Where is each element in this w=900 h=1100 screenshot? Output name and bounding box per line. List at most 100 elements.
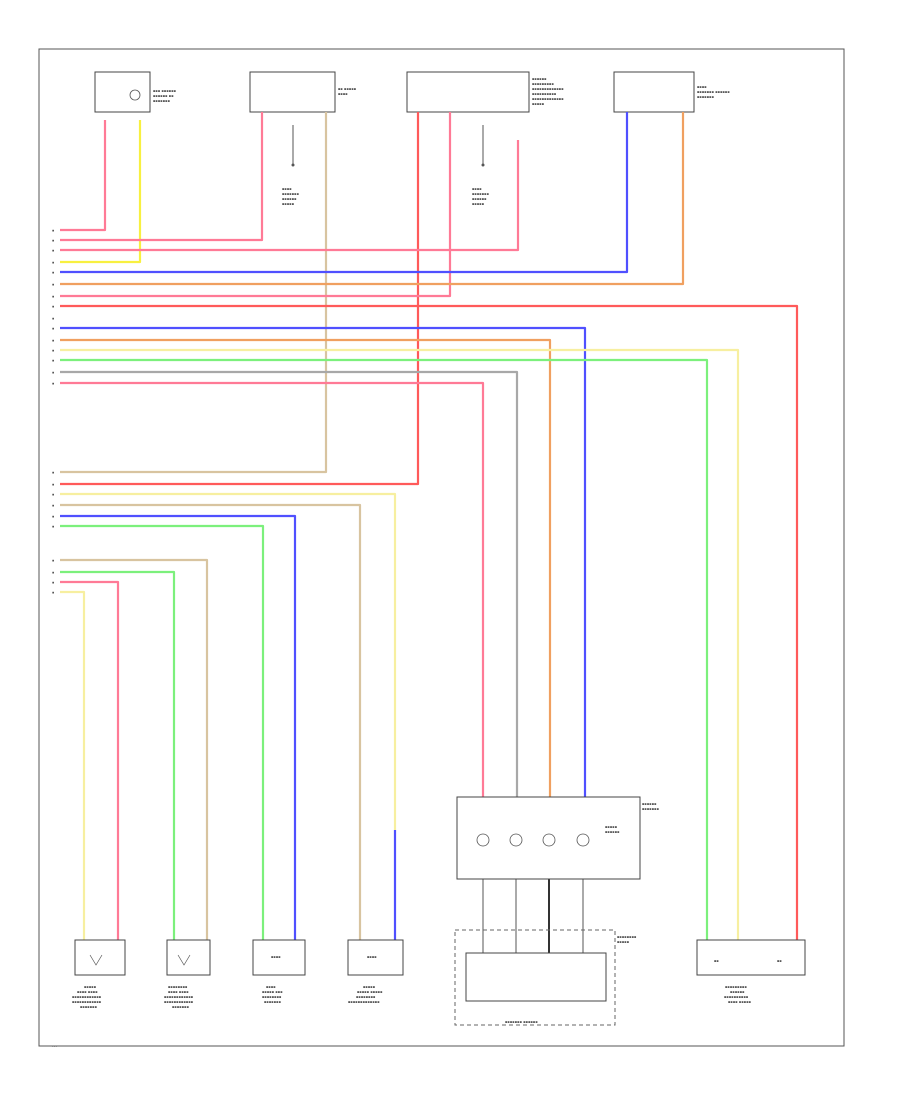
svg-text:▪▪▪▪▪▪ ▪▪: ▪▪▪▪▪▪ ▪▪ bbox=[153, 94, 174, 98]
svg-text:▪▪▪▪: ▪▪▪▪ bbox=[282, 187, 292, 191]
splice-left: ▪▪▪▪ ▪▪▪▪▪▪▪ ▪▪▪▪▪▪ ▪▪▪▪▪ bbox=[282, 125, 300, 206]
svg-text:▪▪▪▪▪▪▪▪: ▪▪▪▪▪▪▪▪ bbox=[356, 995, 376, 999]
pin-mark: ▪ bbox=[52, 261, 54, 265]
svg-text:▪▪▪▪▪▪▪: ▪▪▪▪▪▪▪ bbox=[264, 1000, 282, 1004]
wire-tan-22 bbox=[60, 558, 209, 940]
pin-mark: ▪ bbox=[52, 504, 54, 508]
wire-orange-12 bbox=[60, 338, 552, 797]
bottom-connector-4: ▪▪▪▪ ▪▪▪▪▪ ▪▪▪▪▪ ▪▪▪▪▪ ▪▪▪▪▪▪▪▪ ▪▪▪▪▪▪▪▪… bbox=[347, 939, 404, 1004]
top-connector-3: ▪▪▪▪▪▪ ▪▪▪▪▪▪▪▪▪ ▪▪▪▪▪▪▪▪▪▪▪▪▪ ▪▪▪▪▪▪▪▪▪… bbox=[406, 71, 564, 113]
indicator-module: ▪▪▪▪▪ ▪▪▪▪▪▪ ▪▪▪▪▪▪ ▪▪▪▪▪▪▪ bbox=[456, 796, 660, 880]
top-connector-4: ▪▪▪▪ ▪▪▪▪▪▪▪ ▪▪▪▪▪▪ ▪▪▪▪▪▪▪ bbox=[613, 71, 730, 113]
svg-text:▪▪ ▪▪▪▪▪: ▪▪ ▪▪▪▪▪ bbox=[338, 87, 357, 91]
wire-red-5 bbox=[60, 112, 420, 486]
switch-assembly: ▪▪▪▪▪▪▪▪ ▪▪▪▪▪ ▪▪▪▪▪▪▪ ▪▪▪▪▪▪ bbox=[454, 929, 637, 1026]
svg-text:▪▪▪▪▪▪▪: ▪▪▪▪▪▪▪ bbox=[472, 192, 490, 196]
svg-text:▪▪▪▪▪▪▪▪▪▪▪▪: ▪▪▪▪▪▪▪▪▪▪▪▪ bbox=[164, 1000, 194, 1004]
svg-text:▪▪▪▪▪▪▪▪▪▪: ▪▪▪▪▪▪▪▪▪▪ bbox=[724, 995, 749, 999]
svg-text:▪▪▪▪▪▪▪▪▪▪▪▪▪: ▪▪▪▪▪▪▪▪▪▪▪▪▪ bbox=[532, 87, 564, 91]
wire-lightyellow-25 bbox=[60, 590, 86, 940]
pin-mark: ▪ bbox=[52, 382, 54, 386]
svg-text:▪▪▪▪▪▪▪▪▪: ▪▪▪▪▪▪▪▪▪ bbox=[725, 985, 747, 989]
pin-mark: ▪ bbox=[52, 283, 54, 287]
svg-text:▪▪▪▪▪▪▪▪▪▪▪▪▪: ▪▪▪▪▪▪▪▪▪▪▪▪▪ bbox=[532, 97, 564, 101]
svg-text:▪▪▪▪▪▪: ▪▪▪▪▪▪ bbox=[532, 77, 547, 81]
bottom-connector-3: ▪▪▪▪ ▪▪▪▪ ▪▪▪▪▪ ▪▪▪ ▪▪▪▪▪▪▪▪ ▪▪▪▪▪▪▪ bbox=[252, 939, 306, 1004]
svg-text:▪▪▪▪: ▪▪▪▪ bbox=[697, 85, 707, 89]
svg-text:▪▪: ▪▪ bbox=[777, 959, 782, 963]
pin-mark: ▪ bbox=[52, 305, 54, 309]
svg-text:▪▪▪▪▪▪▪: ▪▪▪▪▪▪▪ bbox=[172, 1005, 190, 1009]
diagram-frame bbox=[38, 48, 845, 1047]
wire-tan-4 bbox=[60, 112, 328, 474]
svg-text:▪▪▪▪▪▪▪▪▪: ▪▪▪▪▪▪▪▪▪ bbox=[532, 82, 554, 86]
wire-blue-11 bbox=[60, 326, 587, 797]
pin-mark: ▪ bbox=[52, 483, 54, 487]
svg-text:▪▪▪▪▪: ▪▪▪▪▪ bbox=[605, 825, 618, 829]
wire-pink-16 bbox=[60, 381, 485, 797]
pin-mark: ▪ bbox=[52, 359, 54, 363]
svg-text:▪▪▪▪▪▪▪▪▪▪▪▪: ▪▪▪▪▪▪▪▪▪▪▪▪ bbox=[164, 995, 194, 999]
pin-mark: ▪ bbox=[52, 559, 54, 563]
wire-pink-1 bbox=[60, 120, 107, 232]
svg-text:▪▪▪▪ ▪▪▪▪: ▪▪▪▪ ▪▪▪▪ bbox=[168, 990, 189, 994]
wire-pink-7 bbox=[60, 140, 520, 252]
wire-green-14 bbox=[60, 358, 709, 940]
pin-mark: ▪ bbox=[52, 339, 54, 343]
svg-text:▪▪▪▪▪▪: ▪▪▪▪▪▪ bbox=[642, 802, 657, 806]
svg-text:▪▪▪▪▪: ▪▪▪▪▪ bbox=[282, 202, 295, 206]
svg-text:▪▪▪▪: ▪▪▪▪ bbox=[338, 92, 348, 96]
svg-text:▪▪▪▪▪▪▪▪▪▪▪▪▪: ▪▪▪▪▪▪▪▪▪▪▪▪▪ bbox=[348, 1000, 380, 1004]
pin-mark: ▪ bbox=[52, 327, 54, 331]
svg-text:▪▪▪▪▪ ▪▪▪▪▪: ▪▪▪▪▪ ▪▪▪▪▪ bbox=[357, 990, 383, 994]
svg-text:▪▪▪▪▪▪: ▪▪▪▪▪▪ bbox=[730, 990, 745, 994]
svg-text:▪▪▪▪▪▪▪: ▪▪▪▪▪▪▪ bbox=[282, 192, 300, 196]
bottom-connector-1: ▪▪▪▪▪ ▪▪▪▪ ▪▪▪▪ ▪▪▪▪▪▪▪▪▪▪▪▪ ▪▪▪▪▪▪▪▪▪▪▪… bbox=[72, 939, 126, 1009]
svg-text:▪▪▪▪: ▪▪▪▪ bbox=[367, 955, 377, 959]
svg-text:▪▪▪▪▪▪▪▪▪▪▪▪: ▪▪▪▪▪▪▪▪▪▪▪▪ bbox=[72, 995, 102, 999]
svg-text:▪▪▪▪▪: ▪▪▪▪▪ bbox=[617, 940, 630, 944]
svg-text:▪▪▪▪▪▪▪▪: ▪▪▪▪▪▪▪▪ bbox=[168, 985, 188, 989]
wire-yellow-2 bbox=[60, 120, 142, 264]
pin-mark: ▪ bbox=[52, 371, 54, 375]
svg-text:▪▪▪▪ ▪▪▪▪▪: ▪▪▪▪ ▪▪▪▪▪ bbox=[728, 1000, 752, 1004]
pin-mark: ▪ bbox=[52, 249, 54, 253]
svg-text:▪▪▪▪▪▪▪▪▪▪: ▪▪▪▪▪▪▪▪▪▪ bbox=[532, 92, 557, 96]
svg-text:▪▪▪▪▪▪▪: ▪▪▪▪▪▪▪ bbox=[642, 807, 660, 811]
pin-mark: ▪ bbox=[52, 295, 54, 299]
svg-text:▪▪▪▪▪▪: ▪▪▪▪▪▪ bbox=[282, 197, 297, 201]
svg-text:▪▪▪▪ ▪▪▪▪: ▪▪▪▪ ▪▪▪▪ bbox=[77, 990, 98, 994]
wire-pink-6 bbox=[60, 112, 452, 298]
diagram-code: … bbox=[52, 1043, 57, 1049]
bottom-connector-2: ▪▪▪▪▪▪▪▪ ▪▪▪▪ ▪▪▪▪ ▪▪▪▪▪▪▪▪▪▪▪▪ ▪▪▪▪▪▪▪▪… bbox=[164, 939, 211, 1009]
pin-mark: ▪ bbox=[52, 229, 54, 233]
pin-mark: ▪ bbox=[52, 493, 54, 497]
svg-text:▪▪▪ ▪▪▪▪▪▪: ▪▪▪ ▪▪▪▪▪▪ bbox=[153, 89, 177, 93]
svg-text:▪▪▪▪▪: ▪▪▪▪▪ bbox=[363, 985, 376, 989]
pin-mark: ▪ bbox=[52, 349, 54, 353]
wire-lightyellow-17 bbox=[60, 492, 397, 830]
pin-mark: ▪ bbox=[52, 515, 54, 519]
bottom-connector-5: ▪▪ ▪▪ ▪▪▪▪▪▪▪▪▪ ▪▪▪▪▪▪ ▪▪▪▪▪▪▪▪▪▪ ▪▪▪▪ ▪… bbox=[696, 939, 806, 1004]
svg-text:▪▪▪▪▪▪▪: ▪▪▪▪▪▪▪ bbox=[80, 1005, 98, 1009]
wire-pink-3 bbox=[60, 112, 264, 242]
wire-green-23 bbox=[60, 570, 176, 940]
wire-orange-9 bbox=[60, 112, 685, 286]
svg-text:▪▪▪▪▪▪▪▪: ▪▪▪▪▪▪▪▪ bbox=[617, 935, 637, 939]
svg-text:▪▪▪▪▪▪: ▪▪▪▪▪▪ bbox=[472, 197, 487, 201]
wire-group bbox=[60, 112, 799, 998]
wire-red-10 bbox=[60, 304, 799, 940]
svg-text:▪▪▪▪▪: ▪▪▪▪▪ bbox=[84, 985, 97, 989]
svg-text:▪▪▪▪▪▪▪: ▪▪▪▪▪▪▪ bbox=[697, 95, 715, 99]
wire-gray-15 bbox=[60, 370, 519, 797]
pin-mark: ▪ bbox=[52, 317, 54, 321]
wire-tan-19 bbox=[60, 503, 362, 940]
svg-text:▪▪: ▪▪ bbox=[714, 959, 719, 963]
wire-lightyellow-13 bbox=[60, 348, 740, 940]
svg-text:▪▪▪▪▪▪▪▪: ▪▪▪▪▪▪▪▪ bbox=[262, 995, 282, 999]
svg-text:▪▪▪▪▪▪▪ ▪▪▪▪▪▪: ▪▪▪▪▪▪▪ ▪▪▪▪▪▪ bbox=[505, 1020, 538, 1024]
pin-mark: ▪ bbox=[52, 571, 54, 575]
svg-text:▪▪▪▪▪ ▪▪▪: ▪▪▪▪▪ ▪▪▪ bbox=[262, 990, 283, 994]
pin-mark: ▪ bbox=[52, 581, 54, 585]
